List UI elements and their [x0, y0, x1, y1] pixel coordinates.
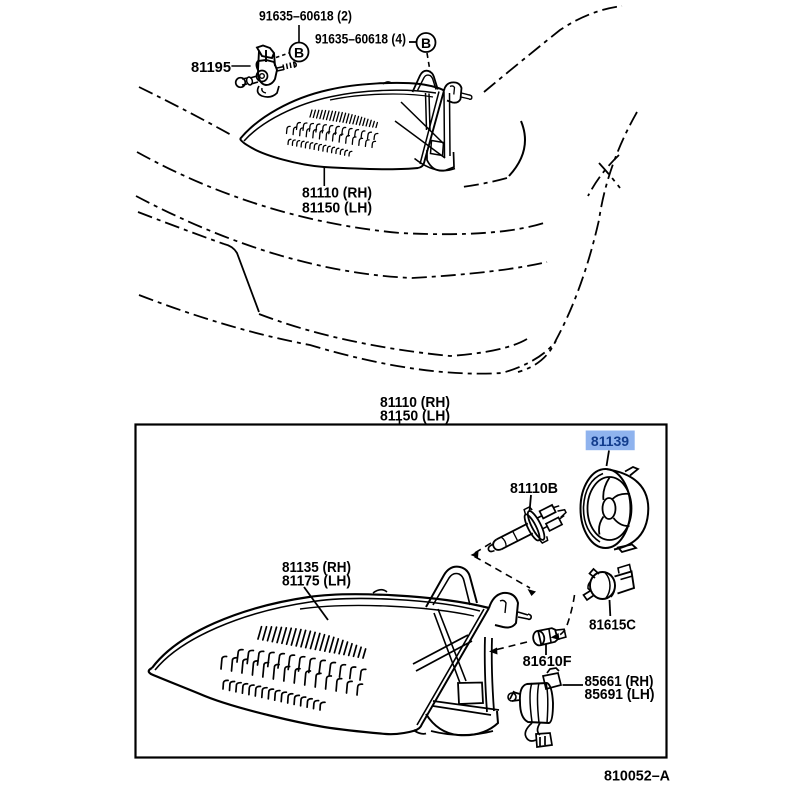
svg-text:85691 (LH): 85691 (LH): [585, 687, 655, 703]
svg-text:81110B: 81110B: [510, 481, 558, 497]
svg-text:81615C: 81615C: [589, 618, 636, 634]
svg-text:81150 (LH): 81150 (LH): [302, 201, 372, 217]
svg-text:B: B: [294, 45, 304, 61]
svg-text:85661 (RH): 85661 (RH): [585, 674, 654, 690]
svg-text:81110 (RH): 81110 (RH): [380, 395, 450, 411]
svg-text:81195: 81195: [191, 60, 231, 76]
svg-text:81175 (LH): 81175 (LH): [282, 574, 351, 590]
svg-text:810052–A: 810052–A: [604, 769, 671, 785]
svg-text:81135 (RH): 81135 (RH): [282, 560, 351, 576]
svg-text:81150 (LH): 81150 (LH): [380, 409, 450, 425]
svg-text:81110 (RH): 81110 (RH): [302, 186, 372, 202]
svg-text:81610F: 81610F: [523, 654, 572, 670]
svg-text:B: B: [421, 35, 431, 51]
svg-text:81139: 81139: [591, 433, 629, 449]
svg-text:91635–60618 (2): 91635–60618 (2): [259, 9, 352, 24]
svg-text:91635–60618 (4): 91635–60618 (4): [315, 32, 406, 47]
